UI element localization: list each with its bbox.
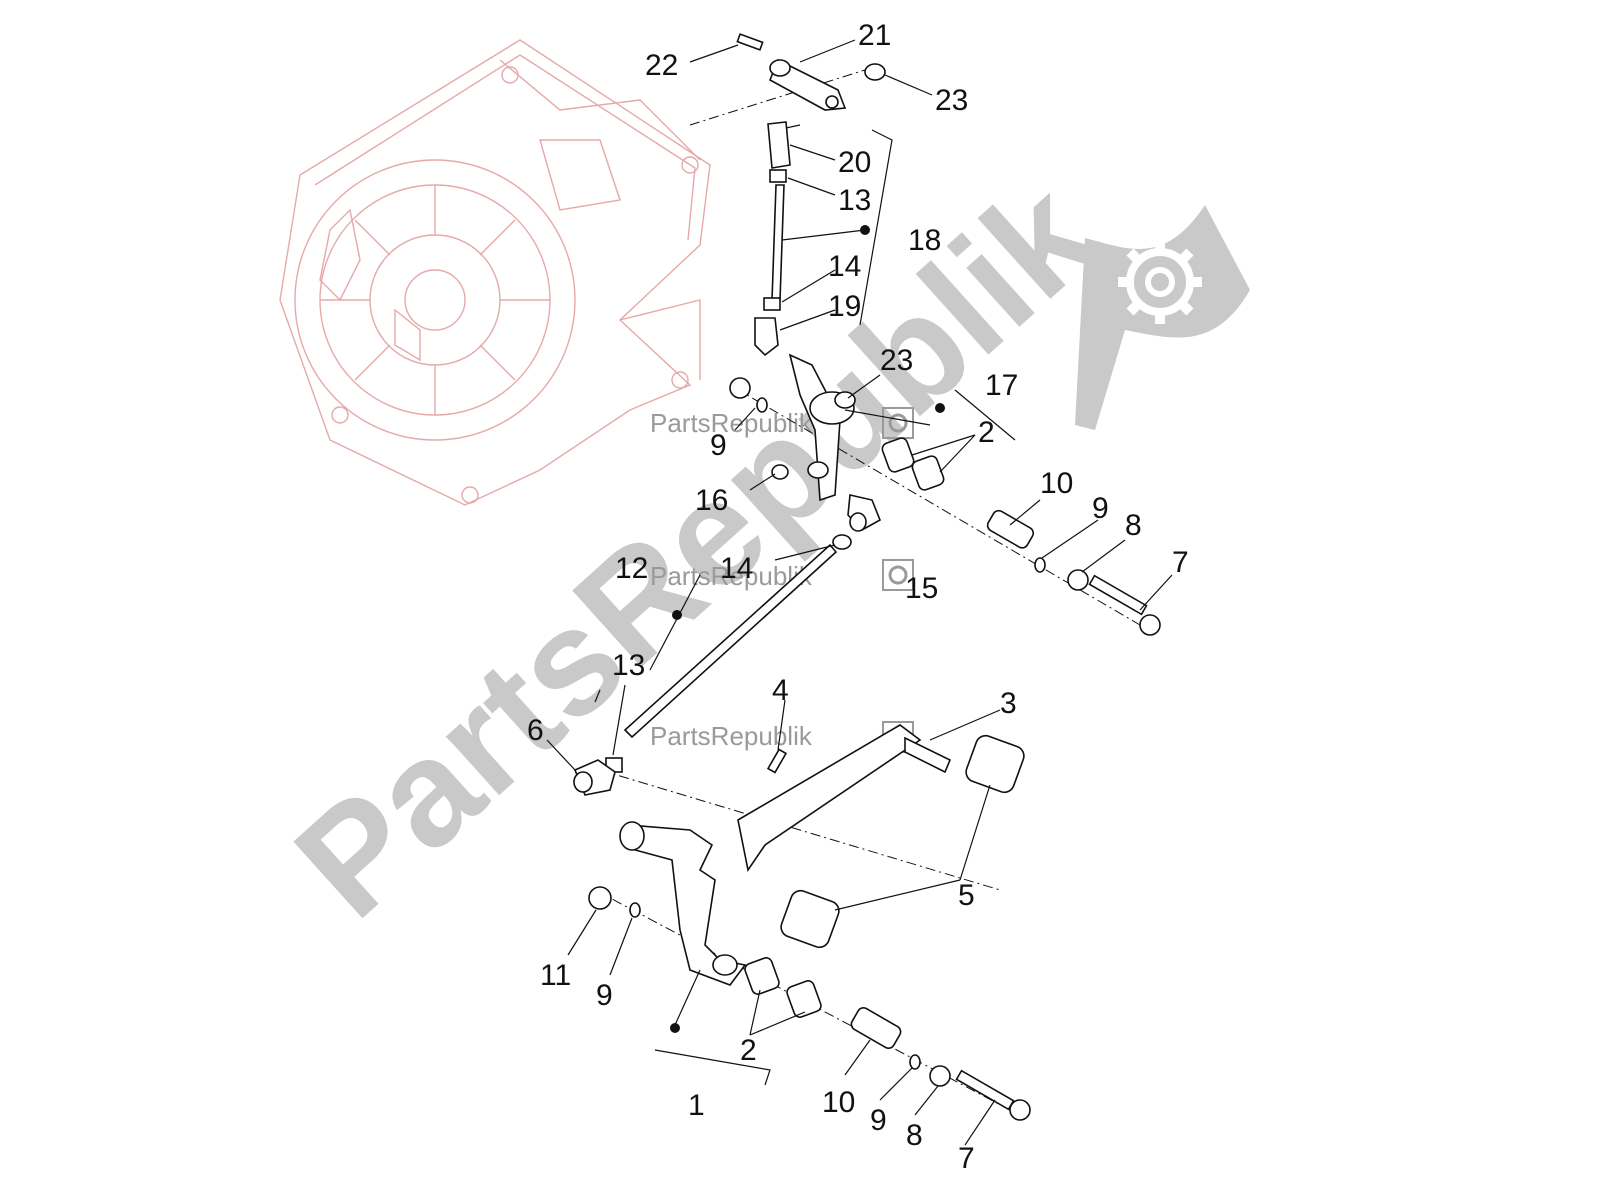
callout-19: 19: [828, 290, 861, 323]
part-9-washer-lower-left: [629, 902, 641, 918]
watermark-small-1: PartsRepublik: [650, 407, 914, 439]
callout-3: 3: [1000, 687, 1017, 720]
callout-10: 10: [822, 1086, 855, 1119]
gear-icon: [1118, 240, 1202, 324]
callout-7: 7: [958, 1142, 975, 1175]
callout-13: 13: [838, 184, 871, 217]
reference-dots: [670, 225, 945, 1033]
part-21-lever: [768, 58, 847, 111]
callout-2: 2: [978, 416, 995, 449]
part-5-pedal-rubbers: [780, 734, 1025, 949]
part-2-bushings-lower: [744, 957, 822, 1018]
watermark-small-2: PartsRepublik: [650, 559, 914, 591]
gear-icon: [888, 413, 908, 433]
callout-22: 22: [645, 49, 678, 82]
callout-15: 15: [905, 572, 938, 605]
part-14-nut: [763, 297, 781, 311]
brackets: [594, 129, 1016, 1086]
part-9-washer-upper-right: [1034, 557, 1046, 573]
gear-icon: [888, 565, 908, 585]
watermark-small-text: PartsRepublik: [650, 408, 813, 438]
callout-23: 23: [935, 84, 968, 117]
callout-7: 7: [1172, 546, 1189, 579]
callout-12: 12: [615, 552, 648, 585]
part-16-nut: [771, 464, 789, 480]
part-4-screw: [766, 748, 788, 774]
callout-17: 17: [985, 369, 1018, 402]
callout-5: 5: [958, 879, 975, 912]
part-23-nut-top: [864, 63, 886, 81]
part-20-ball-joint: [767, 121, 801, 169]
part-9-washer-upper: [729, 377, 768, 413]
part-17-lever-upper: [788, 353, 855, 502]
part-6-ball-joint: [573, 759, 616, 796]
callout-20: 20: [838, 146, 871, 179]
callout-2: 2: [740, 1034, 757, 1067]
part-13-nut-upper: [769, 169, 787, 183]
callout-16: 16: [695, 484, 728, 517]
watermark-large-text: PartsRepublik: [264, 149, 1126, 949]
watermark-logo: [1075, 205, 1250, 430]
callout-9: 9: [870, 1104, 887, 1137]
callout-labels: 22 21 23 20 13 18 14 19 23 17 9 2 16 10 …: [527, 19, 1189, 1175]
part-7-bolt-upper: [1088, 574, 1161, 636]
callout-8: 8: [906, 1119, 923, 1152]
callout-4: 4: [772, 674, 789, 707]
callout-1: 1: [688, 1089, 705, 1122]
leader-lines: [546, 39, 1173, 1146]
callout-8: 8: [1125, 509, 1142, 542]
part-10-spacer-lower: [850, 1007, 902, 1049]
watermark-small-text: PartsRepublik: [650, 721, 813, 751]
part-1-lever-lower: [619, 821, 747, 986]
callout-6: 6: [527, 714, 544, 747]
callout-10: 10: [1040, 467, 1073, 500]
part-10-spacer-upper: [986, 509, 1035, 549]
part-7-bolt-lower: [955, 1069, 1031, 1121]
part-15-ball-joint: [847, 494, 882, 532]
callout-11: 11: [540, 959, 571, 992]
part-8-washer-upper: [1067, 569, 1089, 591]
part-2-bushings-upper: [881, 437, 945, 491]
part-14-nut-lower: [832, 534, 852, 550]
part-8-washer-lower: [929, 1065, 951, 1087]
callout-9: 9: [596, 979, 613, 1012]
callout-14: 14: [828, 250, 861, 283]
part-12-rod-lower: [623, 543, 838, 739]
part-9-washer-lower-right: [909, 1054, 921, 1070]
part-19-ball-joint: [754, 317, 779, 357]
callout-14: 14: [720, 552, 753, 585]
callout-9: 9: [1092, 492, 1109, 525]
part-11-nut: [588, 886, 612, 910]
part-22-screw: [736, 33, 764, 51]
watermark-large: PartsRepublik: [264, 149, 1126, 949]
callout-21: 21: [858, 19, 891, 52]
callout-13: 13: [612, 649, 645, 682]
callout-18: 18: [908, 224, 941, 257]
callout-9: 9: [710, 429, 727, 462]
callout-23: 23: [880, 344, 913, 377]
gearbox-housing-ghost: [279, 39, 711, 506]
part-3-pedal-lever: [737, 724, 952, 873]
part-18-rod-upper: [771, 184, 785, 301]
